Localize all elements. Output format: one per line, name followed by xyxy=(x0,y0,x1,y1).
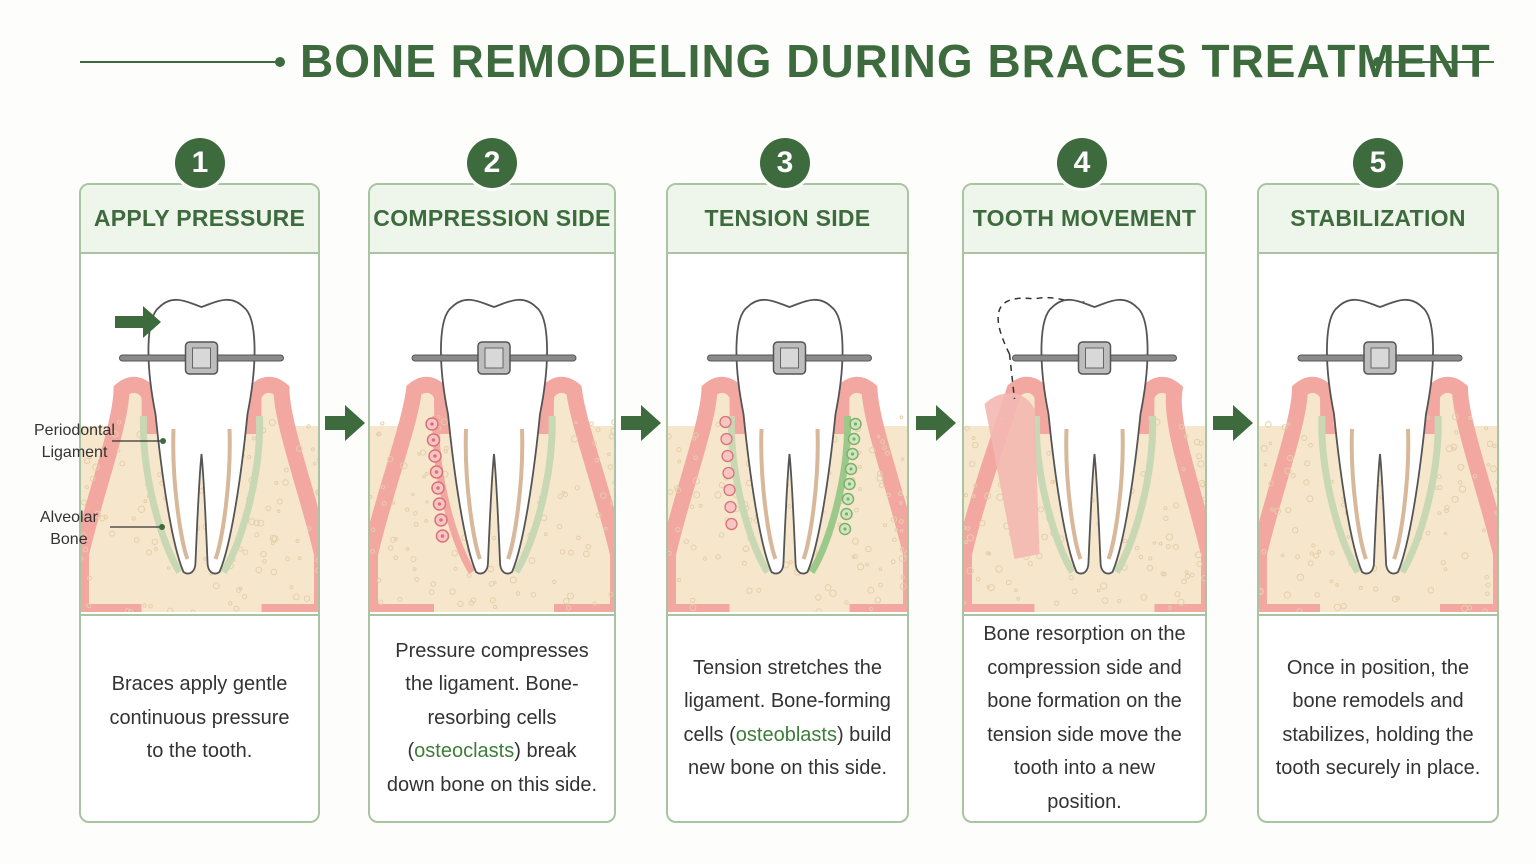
step-number-badge: 4 xyxy=(1057,138,1107,188)
step-number-badge: 2 xyxy=(467,138,517,188)
title-dot-left xyxy=(275,57,285,67)
step-header: STABILIZATION xyxy=(1259,185,1497,254)
step-title: STABILIZATION xyxy=(1290,205,1466,231)
step-number-badge: 3 xyxy=(760,138,810,188)
step-panel-compression-side: COMPRESSION SIDE Pressure compresses the… xyxy=(368,183,616,823)
step-number-badge: 1 xyxy=(175,138,225,188)
step-title: TOOTH MOVEMENT xyxy=(972,205,1197,231)
title-row: BONE REMODELING DURING BRACES TREATMENT xyxy=(0,30,1536,94)
tooth-illustration xyxy=(964,254,1205,612)
step-number-badge: 5 xyxy=(1353,138,1403,188)
step-title: APPLY PRESSURE xyxy=(93,205,306,231)
flow-arrow-icon xyxy=(621,405,661,441)
step-header: TENSION SIDE xyxy=(668,185,907,254)
flow-arrow-icon xyxy=(1213,405,1253,441)
step-description: Pressure compresses the ligament. Bone-r… xyxy=(370,614,614,821)
step-title: TENSION SIDE xyxy=(704,205,871,231)
tooth-illustration xyxy=(1259,254,1497,612)
title-dot-right xyxy=(1373,57,1383,67)
step-description-text: Pressure compresses the ligament. Bone-r… xyxy=(386,639,598,796)
step-panel-tension-side: TENSION SIDE Tension stretches the ligam… xyxy=(666,183,909,823)
osteoclasts-highlight: osteoclasts xyxy=(414,740,515,763)
label-leader-lines xyxy=(110,438,166,530)
osteoblasts-highlight: osteoblasts xyxy=(735,723,837,746)
step-header: APPLY PRESSURE xyxy=(81,185,318,254)
tooth-illustration xyxy=(81,254,318,612)
flow-arrow-icon xyxy=(916,405,956,441)
title-rule-right xyxy=(1382,61,1494,63)
page-title: BONE REMODELING DURING BRACES TREATMENT xyxy=(300,35,1491,87)
flow-arrow-icon xyxy=(325,405,365,441)
tooth-illustration xyxy=(370,254,614,612)
tooth-diagram xyxy=(81,298,318,612)
title-rule-left xyxy=(80,61,278,63)
step-description: Tension stretches the ligament. Bone-for… xyxy=(668,614,907,821)
tooth-diagram xyxy=(964,296,1205,612)
step-title: COMPRESSION SIDE xyxy=(373,205,611,231)
tooth-illustration xyxy=(668,254,907,612)
step-description-text: Tension stretches the ligament. Bone-for… xyxy=(683,656,892,780)
step-header: COMPRESSION SIDE xyxy=(370,185,614,254)
tooth-diagram xyxy=(668,298,907,612)
tooth-diagram xyxy=(370,298,614,612)
tooth-diagram xyxy=(1259,298,1497,612)
step-header: TOOTH MOVEMENT xyxy=(964,185,1205,254)
